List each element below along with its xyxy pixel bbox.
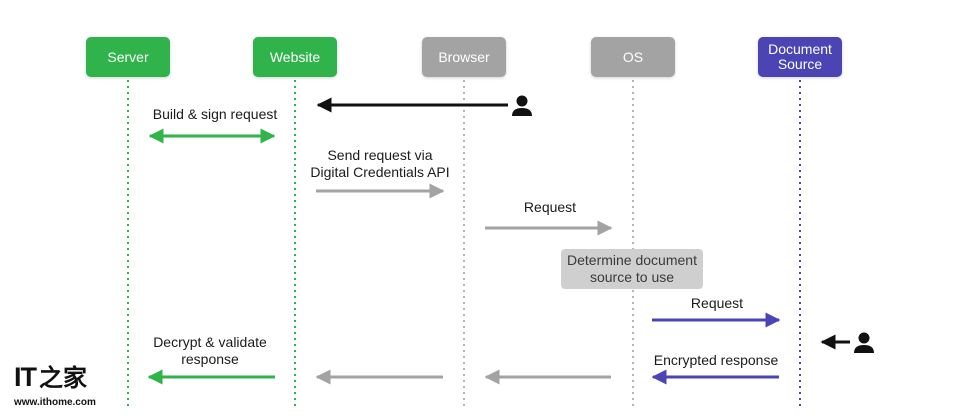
- logo-it-text: IT: [14, 362, 37, 392]
- actor-website: Website: [253, 37, 337, 77]
- actor-document-label-line2: Source: [777, 56, 823, 72]
- encrypted-response-text: Encrypted response: [653, 352, 779, 368]
- request-document-label: Request: [672, 295, 762, 312]
- encrypted-response-label: Encrypted response: [646, 352, 786, 369]
- person-icon-2: [854, 332, 874, 353]
- determine-source-box: Determine document source to use: [561, 249, 703, 289]
- decrypt-line1: Decrypt & validate: [153, 334, 267, 350]
- decrypt-validate-label: Decrypt & validate response: [135, 334, 285, 368]
- determine-line1: Determine document: [567, 252, 697, 268]
- determine-line2: source to use: [589, 269, 675, 285]
- actor-document-source: Document Source: [758, 37, 842, 77]
- send-request-line1: Send request via: [327, 147, 433, 163]
- build-sign-text: Build & sign request: [152, 106, 278, 122]
- actor-os-label: OS: [622, 48, 644, 65]
- send-request-line2: Digital Credentials API: [310, 164, 450, 180]
- request-document-text: Request: [690, 295, 744, 311]
- send-request-label: Send request via Digital Credentials API: [300, 147, 460, 181]
- logo-cn-text: 之家: [39, 364, 87, 392]
- build-sign-label: Build & sign request: [140, 106, 290, 123]
- actor-server-label: Server: [107, 48, 149, 65]
- decrypt-line2: response: [181, 351, 239, 367]
- actor-browser: Browser: [422, 37, 506, 77]
- actor-website-label: Website: [269, 48, 321, 65]
- logo-url: www.ithome.com: [14, 397, 96, 408]
- request-os-label: Request: [505, 199, 595, 216]
- actor-server: Server: [86, 37, 170, 77]
- person-icon: [512, 95, 532, 116]
- request-os-text: Request: [523, 199, 577, 215]
- actor-document-label-line1: Document: [768, 41, 832, 57]
- actor-os: OS: [591, 37, 675, 77]
- actor-browser-label: Browser: [438, 48, 490, 65]
